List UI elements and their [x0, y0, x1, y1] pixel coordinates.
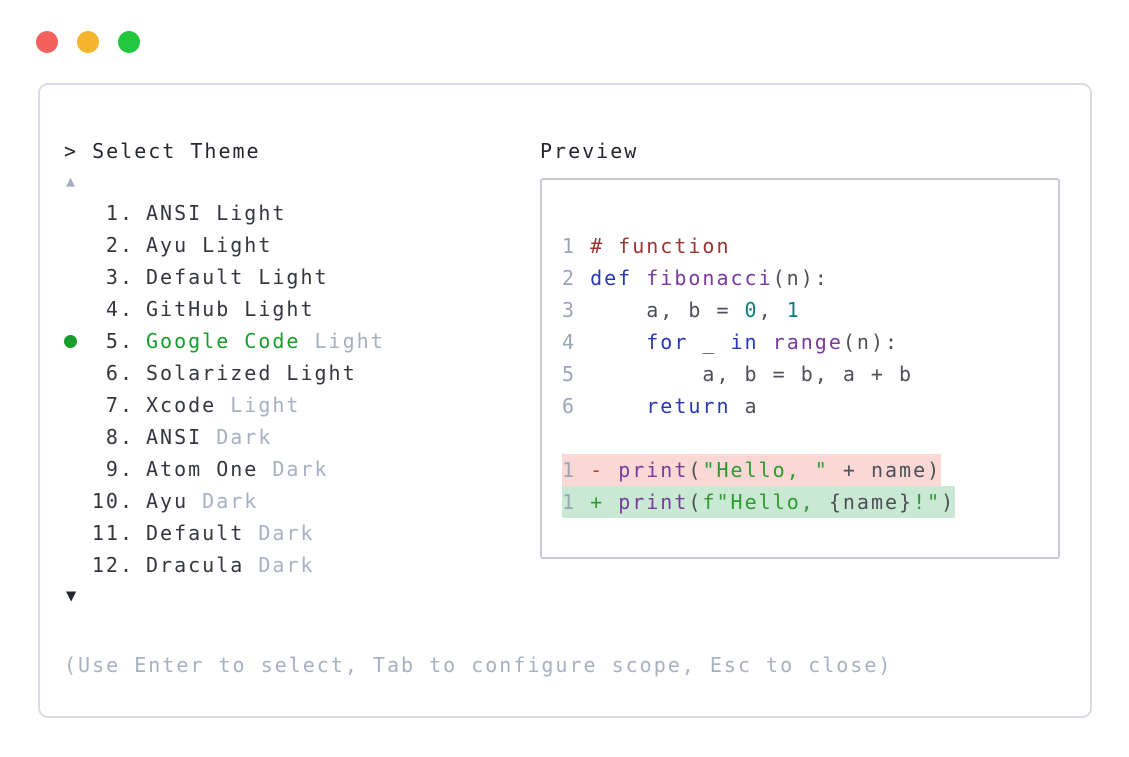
theme-list: 1. ANSI Light 2. Ayu Light 3. Default Light 4.… — [64, 197, 540, 581]
theme-item-11[interactable]: 11. Default Dark — [64, 517, 540, 549]
line-number: 1 — [562, 490, 591, 514]
code-line: 4 for _ in range(n): — [562, 330, 900, 354]
line-number: 1 — [562, 234, 591, 258]
scroll-up-icon[interactable]: ▲ — [66, 172, 76, 190]
code-line: 2 def fibonacci(n): — [562, 266, 829, 290]
preview-pane: Preview 1 # function 2 def fibonacci(n): 3… — [540, 135, 1064, 681]
theme-item-label: Ayu Dark — [146, 489, 259, 513]
theme-item-label: ANSI Light — [146, 201, 287, 225]
theme-item-number: 10. — [91, 489, 134, 513]
preview-title: Preview — [540, 139, 639, 163]
window-controls — [36, 31, 140, 53]
diff-line-added: 1 + print(f"Hello, {name}!") — [562, 486, 1058, 518]
theme-item-6[interactable]: 6. Solarized Light — [64, 357, 540, 389]
code-line: 3 a, b = 0, 1 — [562, 298, 801, 322]
theme-item-number: 1. — [105, 201, 134, 225]
theme-item-3[interactable]: 3. Default Light — [64, 261, 540, 293]
theme-item-number: 6. — [105, 361, 134, 385]
line-number: 3 — [562, 298, 591, 322]
theme-item-label: Ayu Light — [146, 233, 273, 257]
theme-item-2[interactable]: 2. Ayu Light — [64, 229, 540, 261]
theme-item-number: 8. — [105, 425, 134, 449]
green-dot-icon — [64, 334, 77, 348]
minimize-button[interactable] — [77, 31, 99, 53]
theme-item-10[interactable]: 10. Ayu Dark — [64, 485, 540, 517]
theme-item-number: 11. — [91, 521, 134, 545]
line-number: 1 — [562, 458, 591, 482]
theme-picker-dialog: > Select Theme ▲ 1. ANSI Light 2. Ayu Light… — [38, 83, 1092, 718]
selected-item-bullet — [64, 334, 90, 348]
line-number: 6 — [562, 394, 591, 418]
line-number: 2 — [562, 266, 591, 290]
theme-item-5[interactable]: 5. Google Code Light — [64, 325, 540, 357]
theme-item-label: ANSI Dark — [146, 425, 273, 449]
theme-item-8[interactable]: 8. ANSI Dark — [64, 421, 540, 453]
diff-line-removed: 1 - print("Hello, " + name) — [562, 454, 1058, 486]
close-button[interactable] — [36, 31, 58, 53]
theme-item-number: 3. — [105, 265, 134, 289]
theme-item-9[interactable]: 9. Atom One Dark — [64, 453, 540, 485]
theme-item-1[interactable]: 1. ANSI Light — [64, 197, 540, 229]
theme-item-number: 7. — [105, 393, 134, 417]
theme-item-number: 2. — [105, 233, 134, 257]
theme-item-number: 12. — [91, 553, 134, 577]
theme-item-label: Xcode Light — [146, 393, 301, 417]
theme-item-number: 5. — [105, 329, 134, 353]
theme-item-label: Default Light — [146, 265, 329, 289]
zoom-button[interactable] — [118, 31, 140, 53]
theme-item-label: Solarized Light — [146, 361, 357, 385]
line-number: 5 — [562, 362, 591, 386]
theme-item-7[interactable]: 7. Xcode Light — [64, 389, 540, 421]
code-line: 1 # function — [562, 234, 731, 258]
select-theme-prompt: > Select Theme — [64, 139, 261, 163]
theme-item-number: 4. — [105, 297, 134, 321]
theme-item-12[interactable]: 12. Dracula Dark — [64, 549, 540, 581]
theme-selector-pane: > Select Theme ▲ 1. ANSI Light 2. Ayu Light… — [64, 135, 893, 681]
theme-item-label: Google Code Light — [146, 329, 385, 353]
theme-item-label: Dracula Dark — [146, 553, 315, 577]
keyboard-hint: (Use Enter to select, Tab to configure s… — [64, 653, 893, 677]
theme-item-label: GitHub Light — [146, 297, 315, 321]
code-line: 6 return a — [562, 394, 759, 418]
code-blank-line — [562, 422, 1058, 454]
code-preview-box: 1 # function 2 def fibonacci(n): 3 a, b = … — [540, 178, 1060, 559]
theme-item-label: Default Dark — [146, 521, 315, 545]
code-line: 5 a, b = b, a + b — [562, 362, 914, 386]
line-number: 4 — [562, 330, 591, 354]
theme-item-number: 9. — [105, 457, 134, 481]
theme-item-label: Atom One Dark — [146, 457, 329, 481]
theme-item-4[interactable]: 4. GitHub Light — [64, 293, 540, 325]
scroll-down-icon[interactable]: ▼ — [66, 586, 77, 606]
